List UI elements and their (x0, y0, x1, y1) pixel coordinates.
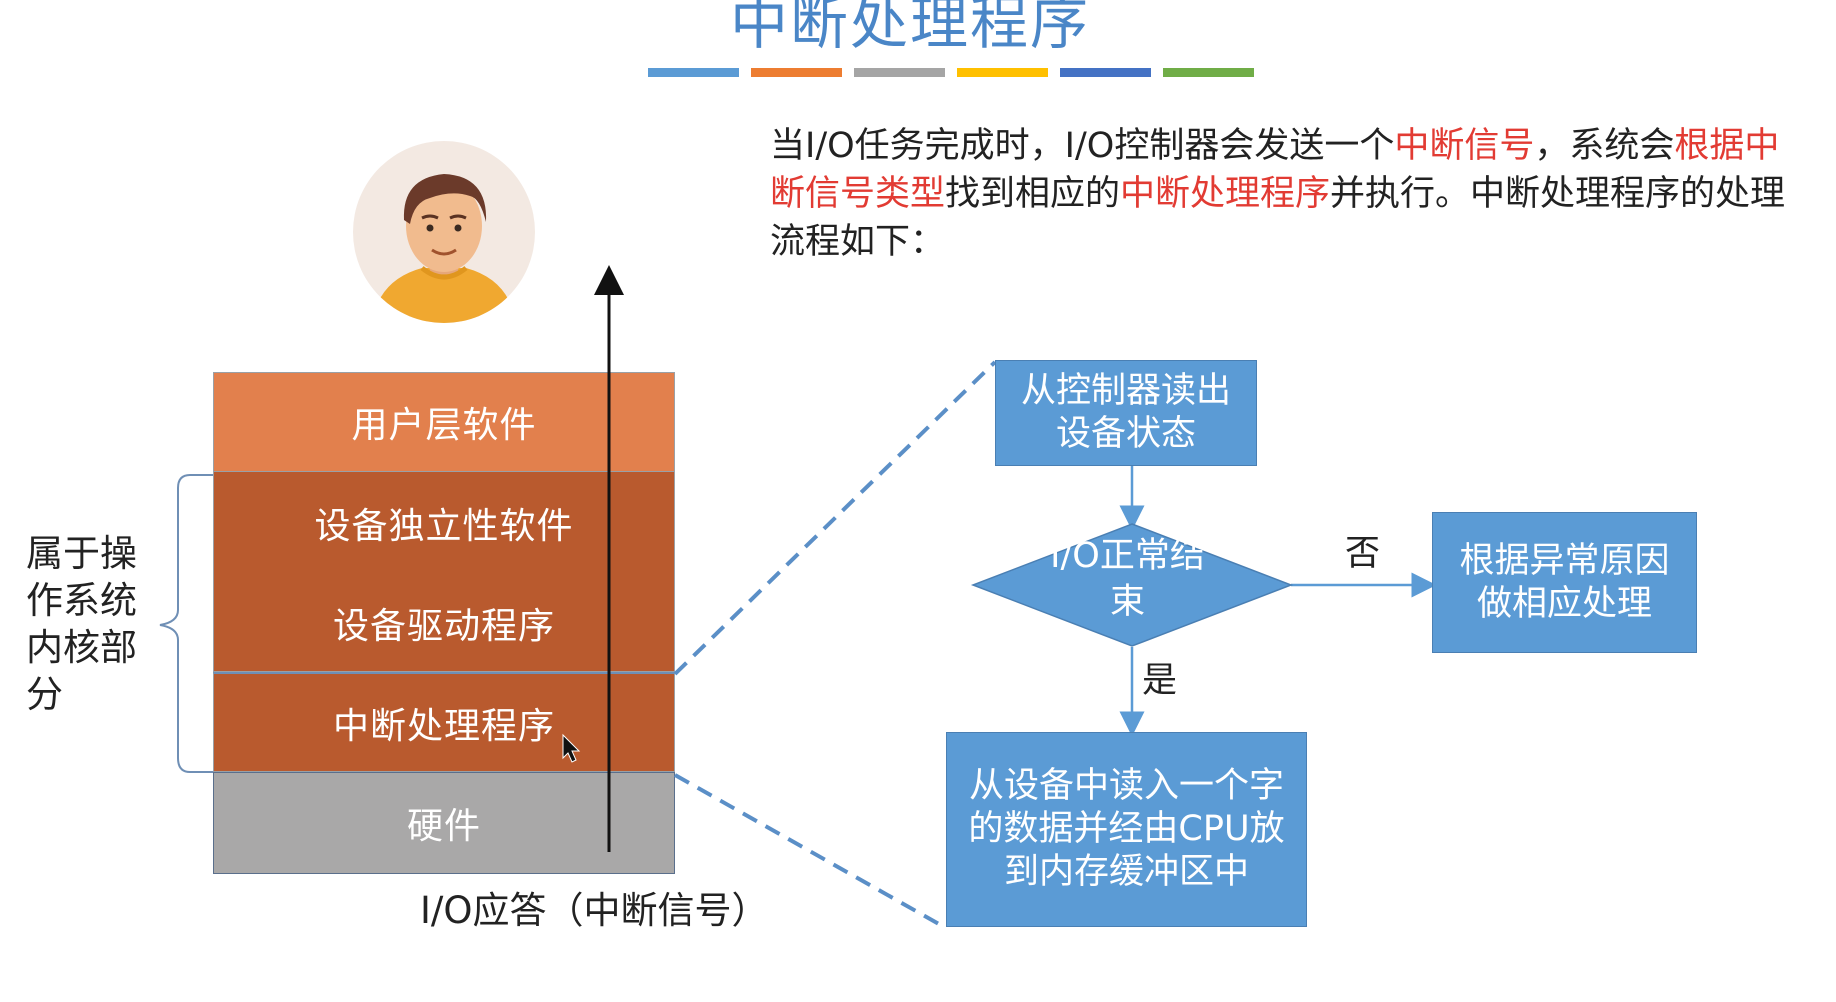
intro-text-2: ，系统会 (1534, 126, 1675, 166)
mouse-cursor-icon (562, 733, 581, 763)
layer-hardware-label: 硬件 (406, 806, 481, 847)
accent-bar-3 (854, 68, 945, 77)
layer-interrupt-handler-label: 中断处理程序 (332, 705, 555, 747)
slide-title: 中断处理程序 (729, 0, 1090, 57)
layer-user-software: 用户层软件 (213, 372, 675, 472)
layer-device-independent-label: 设备独立性软件 (314, 506, 574, 547)
intro-text-4: 并执行。中断处理程序的处理流程如下： (770, 174, 1786, 262)
intro-text-3: 找到相应的 (945, 174, 1121, 214)
flow-handle-error-text: 根据异常原因做相应处理 (1459, 540, 1670, 624)
layer-user-software-label: 用户层软件 (351, 405, 537, 446)
intro-text-1: 当I/O任务完成时，I/O控制器会发送一个 (770, 126, 1395, 166)
kernel-brace (159, 474, 213, 773)
flow-no-label: 否 (1345, 534, 1381, 574)
flow-read-data-text: 从设备中读入一个字的数据并经由CPU放到内存缓冲区中 (968, 766, 1285, 892)
layer-interrupt-handler: 中断处理程序 (213, 672, 675, 772)
accent-bar-1 (648, 68, 739, 77)
intro-paragraph: 当I/O任务完成时，I/O控制器会发送一个中断信号，系统会根据中断信号类型找到相… (770, 122, 1790, 266)
layer-kernel-group: 设备独立性软件 设备驱动程序 (213, 472, 675, 672)
intro-highlight-3: 中断处理程序 (1120, 174, 1331, 214)
kernel-brace-label: 属于操作系统内核部分 (26, 532, 137, 716)
zoom-line-bottom (674, 773, 947, 930)
flow-read-status-text: 从控制器读出设备状态 (1020, 371, 1231, 454)
flow-decision-text: I/O正常结束 (1050, 536, 1205, 622)
layer-hardware: 硬件 (213, 772, 675, 874)
accent-bar-6 (1163, 68, 1254, 77)
zoom-line-top (673, 360, 997, 676)
user-avatar-icon (353, 141, 535, 323)
flow-read-status-box: 从控制器读出设备状态 (995, 360, 1257, 466)
accent-bar-5 (1060, 68, 1151, 77)
accent-bar-4 (957, 68, 1048, 77)
io-ack-label: I/O应答（中断信号） (420, 889, 769, 932)
flow-handle-error-box: 根据异常原因做相应处理 (1432, 512, 1697, 653)
decision-diamond (970, 523, 1294, 647)
layer-device-driver-label: 设备驱动程序 (332, 606, 555, 647)
intro-highlight-2: 根据中断信号类型 (770, 126, 1780, 214)
accent-bar-2 (751, 68, 842, 77)
intro-highlight-1: 中断信号 (1394, 126, 1535, 166)
flow-read-data-box: 从设备中读入一个字的数据并经由CPU放到内存缓冲区中 (946, 732, 1307, 927)
flow-yes-label: 是 (1142, 661, 1178, 701)
